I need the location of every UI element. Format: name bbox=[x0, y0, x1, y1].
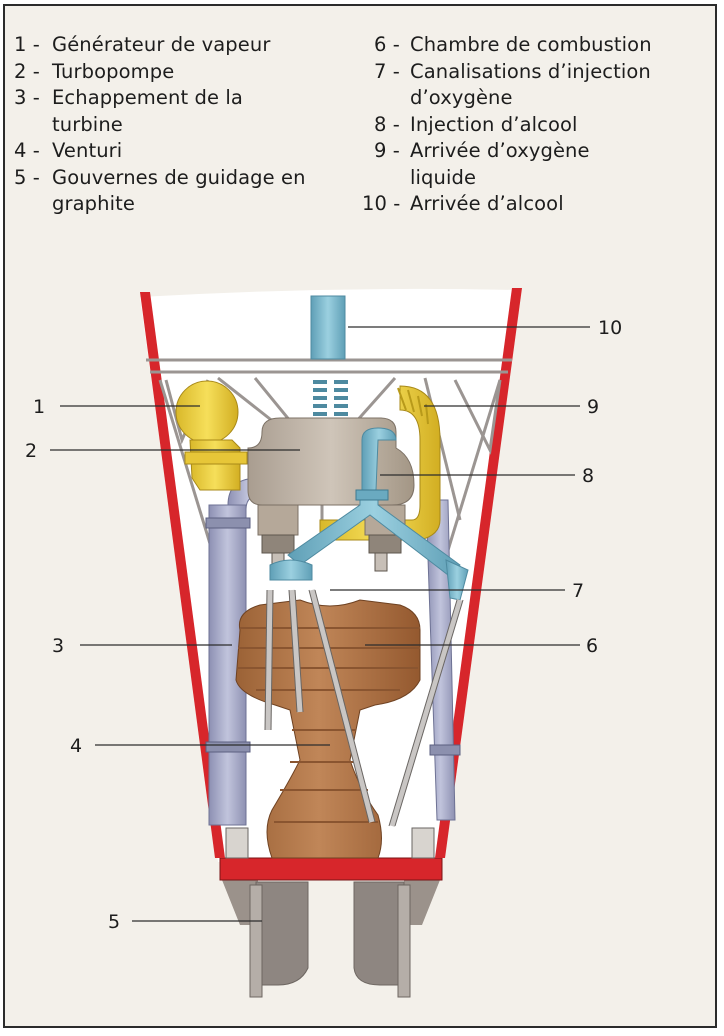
legend-number: 2 - bbox=[14, 59, 47, 83]
legend-number: 6 - bbox=[374, 33, 407, 56]
legend-number: 1 - bbox=[14, 33, 47, 56]
legend-label: Arrivée d’oxygène liquide bbox=[410, 139, 590, 189]
callout-number-4: 4 bbox=[70, 735, 82, 757]
callout-leader-lines bbox=[50, 326, 590, 922]
legend-label: Canalisations d’injection d’oxygène bbox=[410, 59, 651, 110]
steam-generator bbox=[175, 380, 248, 491]
legend-number: 10 - bbox=[362, 192, 407, 215]
legend-item-10: 10 - Arrivée d’alcool bbox=[362, 191, 712, 218]
legend-number: 9 - bbox=[374, 139, 407, 162]
callout-number-6: 6 bbox=[586, 635, 598, 657]
callout-number-1: 1 bbox=[33, 396, 45, 418]
legend-right-column: 6 - Chambre de combustion 7 - Canalisati… bbox=[362, 32, 712, 218]
legend-item-9: 9 - Arrivée d’oxygène liquide bbox=[362, 138, 712, 191]
legend-label: Arrivée d’alcool bbox=[410, 192, 564, 215]
legend-label: Gouvernes de guidage en graphite bbox=[52, 165, 306, 216]
callout-number-9: 9 bbox=[587, 396, 599, 418]
legend-item-5: 5 - Gouvernes de guidage en graphite bbox=[14, 165, 354, 218]
injection-rods bbox=[265, 589, 463, 827]
bottom-plate bbox=[219, 857, 443, 881]
legend-label: Chambre de combustion bbox=[410, 33, 652, 56]
frame-left-rail bbox=[140, 292, 225, 858]
legend-item-7: 7 - Canalisations d’injection d’oxygène bbox=[362, 59, 712, 112]
callout-number-2: 2 bbox=[25, 440, 37, 462]
legend-number: 5 - bbox=[14, 165, 47, 189]
alcohol-inlet-bellows bbox=[313, 380, 348, 432]
legend-number: 8 - bbox=[374, 112, 407, 136]
legend-number: 4 - bbox=[14, 139, 47, 162]
legend-number: 7 - bbox=[374, 59, 407, 83]
injection-rods-outline bbox=[264, 589, 464, 827]
legend-number: 3 - bbox=[14, 86, 47, 109]
oxygen-line-ribs bbox=[397, 387, 429, 425]
legend-label: Venturi bbox=[52, 139, 123, 162]
legend-left-column: 1 - Générateur de vapeur 2 - Turbopompe … bbox=[14, 32, 354, 218]
callout-number-3: 3 bbox=[52, 635, 64, 657]
graphite-vanes bbox=[222, 880, 440, 998]
legend-label: Echappement de la turbine bbox=[52, 86, 243, 136]
callout-number-7: 7 bbox=[572, 580, 584, 602]
callout-number-5: 5 bbox=[108, 911, 120, 933]
callout-number-10: 10 bbox=[598, 317, 622, 339]
mount-brackets bbox=[225, 827, 435, 859]
legend-item-1: 1 - Générateur de vapeur bbox=[14, 32, 354, 59]
legend-item-4: 4 - Venturi bbox=[14, 138, 354, 165]
legend-item-8: 8 - Injection d’alcool bbox=[362, 112, 712, 139]
legend-label: Générateur de vapeur bbox=[52, 33, 271, 56]
frame-right-rail bbox=[435, 288, 522, 858]
legend-label: Turbopompe bbox=[52, 59, 175, 83]
legend-item-2: 2 - Turbopompe bbox=[14, 59, 354, 86]
callout-number-8: 8 bbox=[582, 465, 594, 487]
legend-item-6: 6 - Chambre de combustion bbox=[362, 32, 712, 59]
legend-label: Injection d’alcool bbox=[410, 112, 578, 136]
alcohol-inlet-pipe bbox=[310, 295, 346, 360]
legend-item-3: 3 - Echappement de la turbine bbox=[14, 85, 354, 138]
